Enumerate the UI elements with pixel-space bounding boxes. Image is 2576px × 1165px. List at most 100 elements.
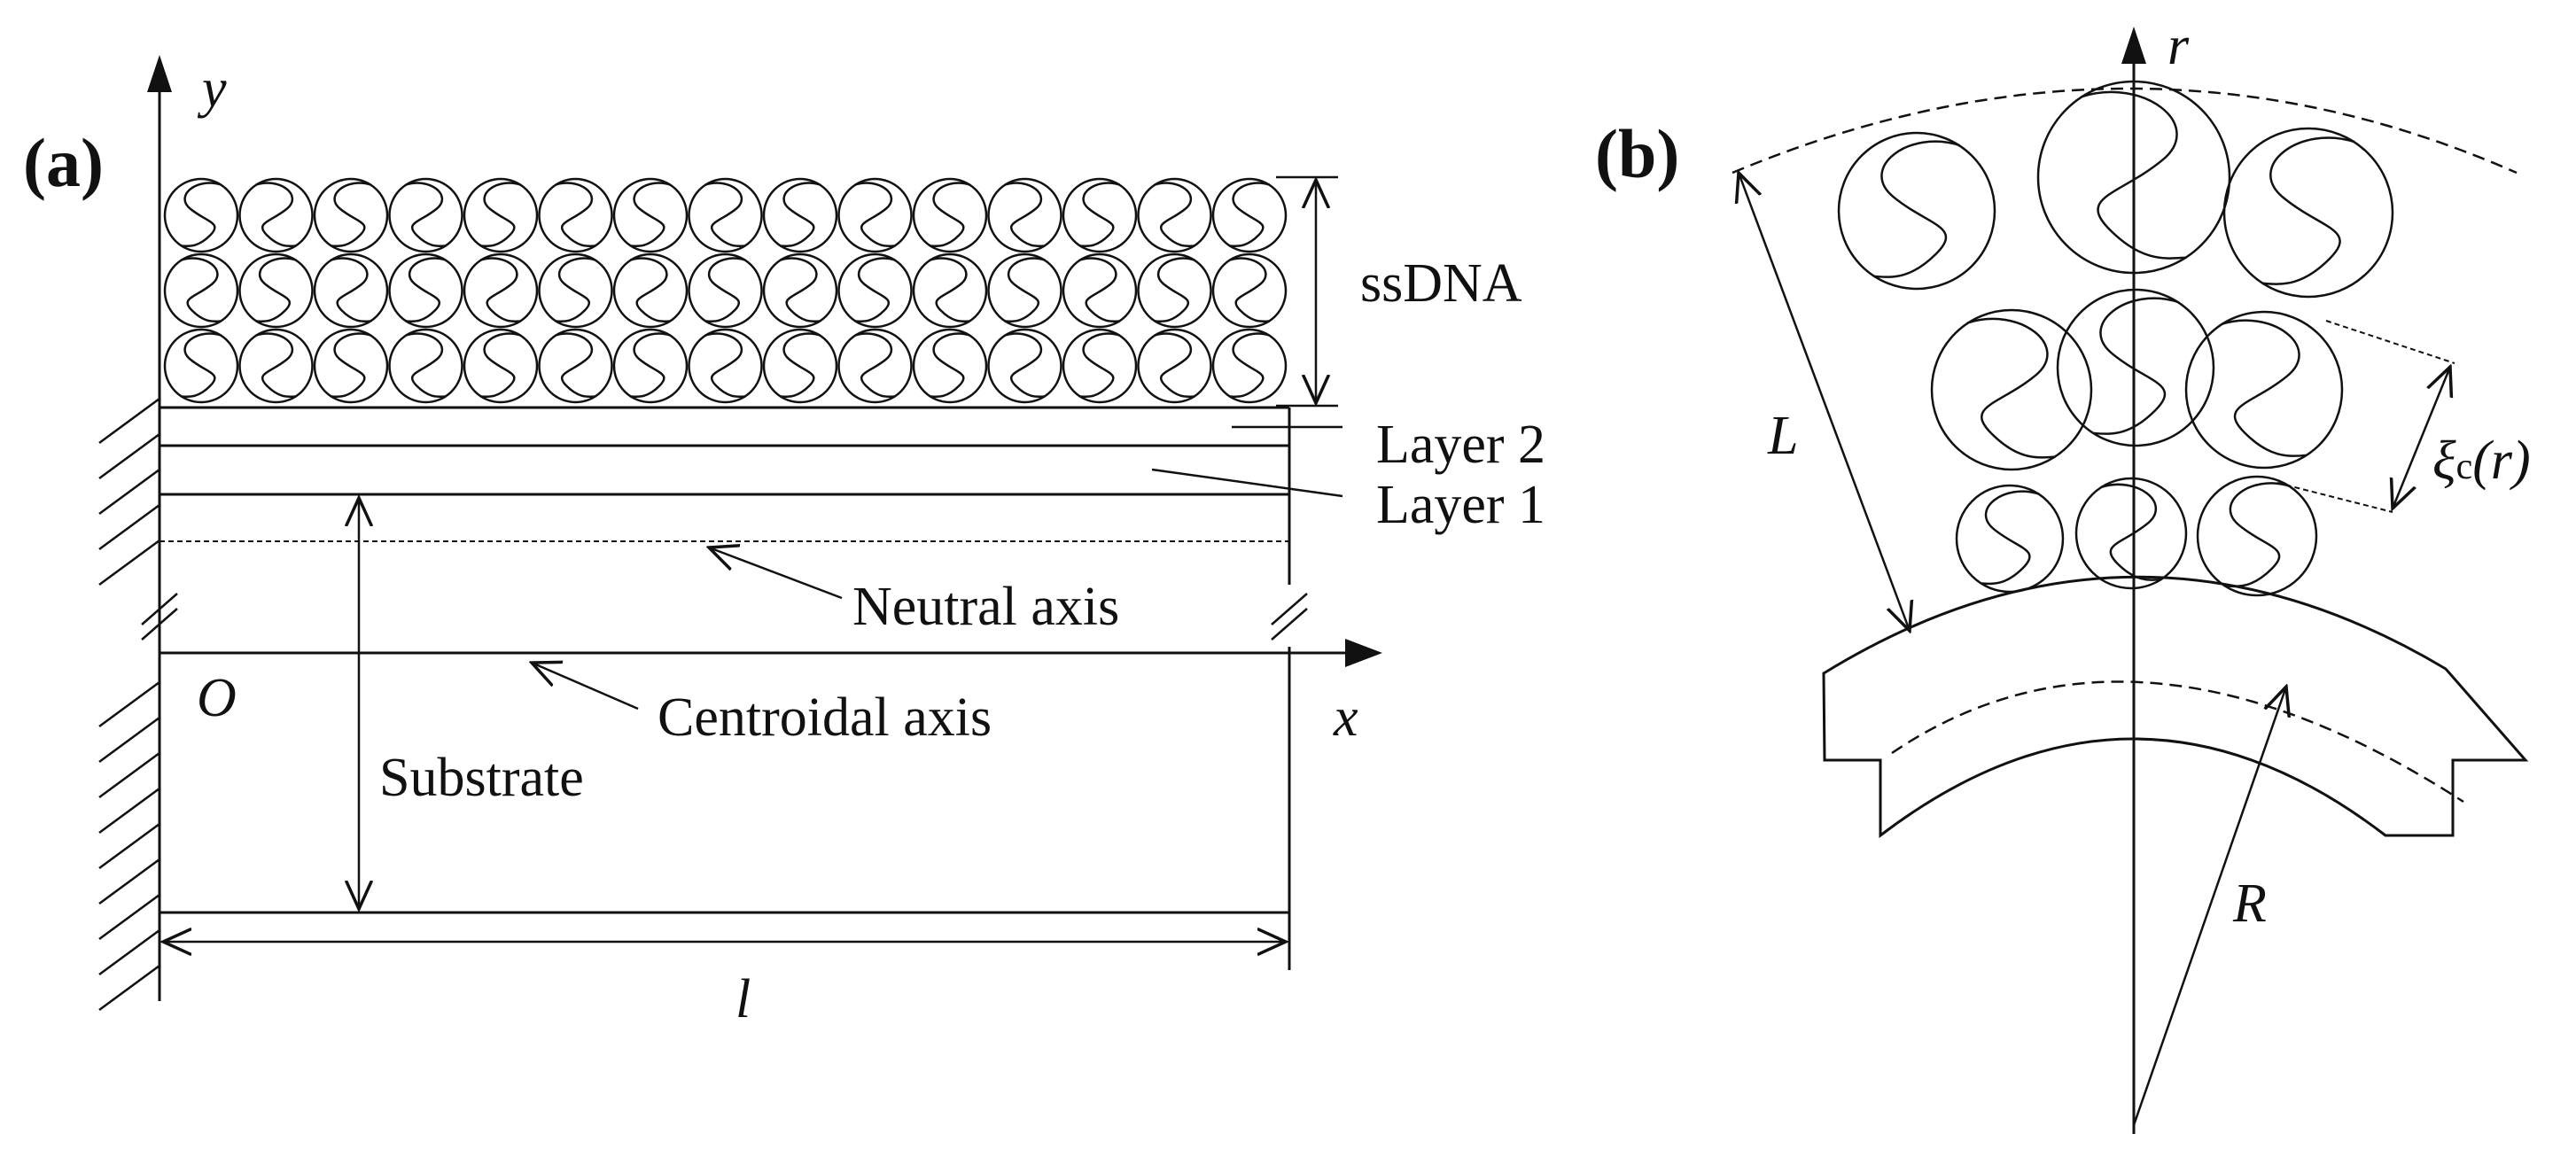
length-L-arrow [1739,173,1910,631]
ssdna-strand [331,257,371,323]
ssdna-strand [480,182,521,248]
ssdna-sphere [463,252,539,329]
ssdna-sphere [837,328,913,404]
cluster-strand [2081,90,2187,260]
length-label: l [735,969,751,1029]
ssdna-strand [1154,257,1195,323]
panel-b: (b) r L ξc(r) R [1595,16,2531,1134]
cluster-strand [1967,317,2056,459]
y-axis-arrowhead [147,55,172,92]
ssdna-strand [181,257,222,323]
ssdna-sphere [1137,328,1212,404]
cluster-sphere [1930,308,2093,471]
cluster-strand [2100,483,2162,581]
cluster-sphere [2056,288,2215,447]
ssdna-sphere [238,177,314,253]
wall-hatch-line [98,432,160,480]
neutral-axis-label: Neutral axis [852,577,1119,637]
ssdna-strand [1229,257,1270,323]
ssdna-sphere [313,177,389,253]
xi-argument: (r) [2472,431,2530,491]
wall-hatch-line [98,928,160,976]
ssdna-sphere [163,328,239,404]
ssdna-strand [555,182,596,248]
ssdna-strand [854,257,896,323]
cluster-sphere [2222,127,2394,299]
ssdna-sphere [163,177,239,253]
centroidal-axis-pointer [532,663,639,711]
ssdna-strand [1079,257,1120,323]
ssdna-sphere [762,177,838,253]
ssdna-sphere [837,177,913,253]
ssdna-sphere [1211,252,1288,329]
cluster-sphere [2196,475,2318,597]
ssdna-strand [331,332,371,399]
ssdna-sphere [762,328,838,404]
ssdna-strand [480,257,521,323]
wall-hatch-line [98,716,160,764]
ssdna-sphere [612,252,689,329]
wall-hatch-line [98,397,160,445]
x-axis-arrowhead [1345,639,1382,667]
y-axis-label: y [197,58,227,119]
ssdna-sphere [762,252,838,329]
ssdna-strand [704,182,746,248]
ssdna-sphere [538,252,613,329]
centroidal-axis-label: Centroidal axis [658,687,992,748]
ssdna-strand [854,332,896,399]
xi-dim-top-line [2325,320,2455,364]
ssdna-strand [1229,332,1270,399]
ssdna-sphere [987,252,1062,329]
radius-R-arrow [2132,687,2286,1126]
ssdna-sphere [987,328,1062,404]
xi-symbol: ξ [2432,431,2456,491]
cluster-strand [1980,490,2040,586]
ssdna-sphere [912,177,988,253]
ssdna-strand [1154,332,1195,399]
origin-label: O [197,668,237,728]
ssdna-strand [555,332,596,399]
ssdna-sphere [1211,328,1288,404]
cluster-strand [2224,482,2291,588]
ssdna-sphere [538,177,613,253]
ssdna-label: ssDNA [1360,253,1522,314]
ssdna-strand [930,257,970,323]
xi-label: ξc(r) [2432,431,2531,491]
ssdna-strand [1079,332,1120,399]
ssdna-sphere [388,252,463,329]
panel-b-label: (b) [1595,115,1679,192]
ssdna-strand [405,332,447,399]
wall-hatch-line [98,787,160,835]
layer2-label: Layer 2 [1376,415,1545,475]
ssdna-sphere [313,328,389,404]
ssdna-sphere [1137,252,1212,329]
ssdna-strand [930,332,970,399]
ssdna-strand [854,182,896,248]
ssdna-strand [255,332,297,399]
cluster-strand [2092,297,2179,435]
cluster-sphere [2074,477,2188,590]
ssdna-sphere [463,328,539,404]
cluster-sphere [2184,310,2344,470]
ssdna-strand [630,332,671,399]
ssdna-strand [331,182,371,248]
panel-a: (a) y x O [23,55,1545,1029]
ssdna-strand [255,182,297,248]
cluster-strand [2221,319,2308,457]
ssdna-sphere [238,328,314,404]
cluster-sphere [1837,131,1996,291]
ssdna-sphere-array [163,177,1288,404]
ssdna-sphere [313,252,389,329]
ssdna-sphere [388,328,463,404]
ssdna-strand [780,257,821,323]
ssdna-sphere [463,177,539,253]
ssdna-sphere [1062,328,1138,404]
ssdna-sphere [1062,252,1138,329]
cluster-strand [1873,140,1960,278]
ssdna-strand [704,257,746,323]
ssdna-sphere [987,177,1062,253]
cluster-sphere [2036,80,2231,275]
ssdna-sphere [1137,177,1212,253]
layer1-label: Layer 1 [1376,475,1545,535]
wall-hatch-line [98,858,160,905]
